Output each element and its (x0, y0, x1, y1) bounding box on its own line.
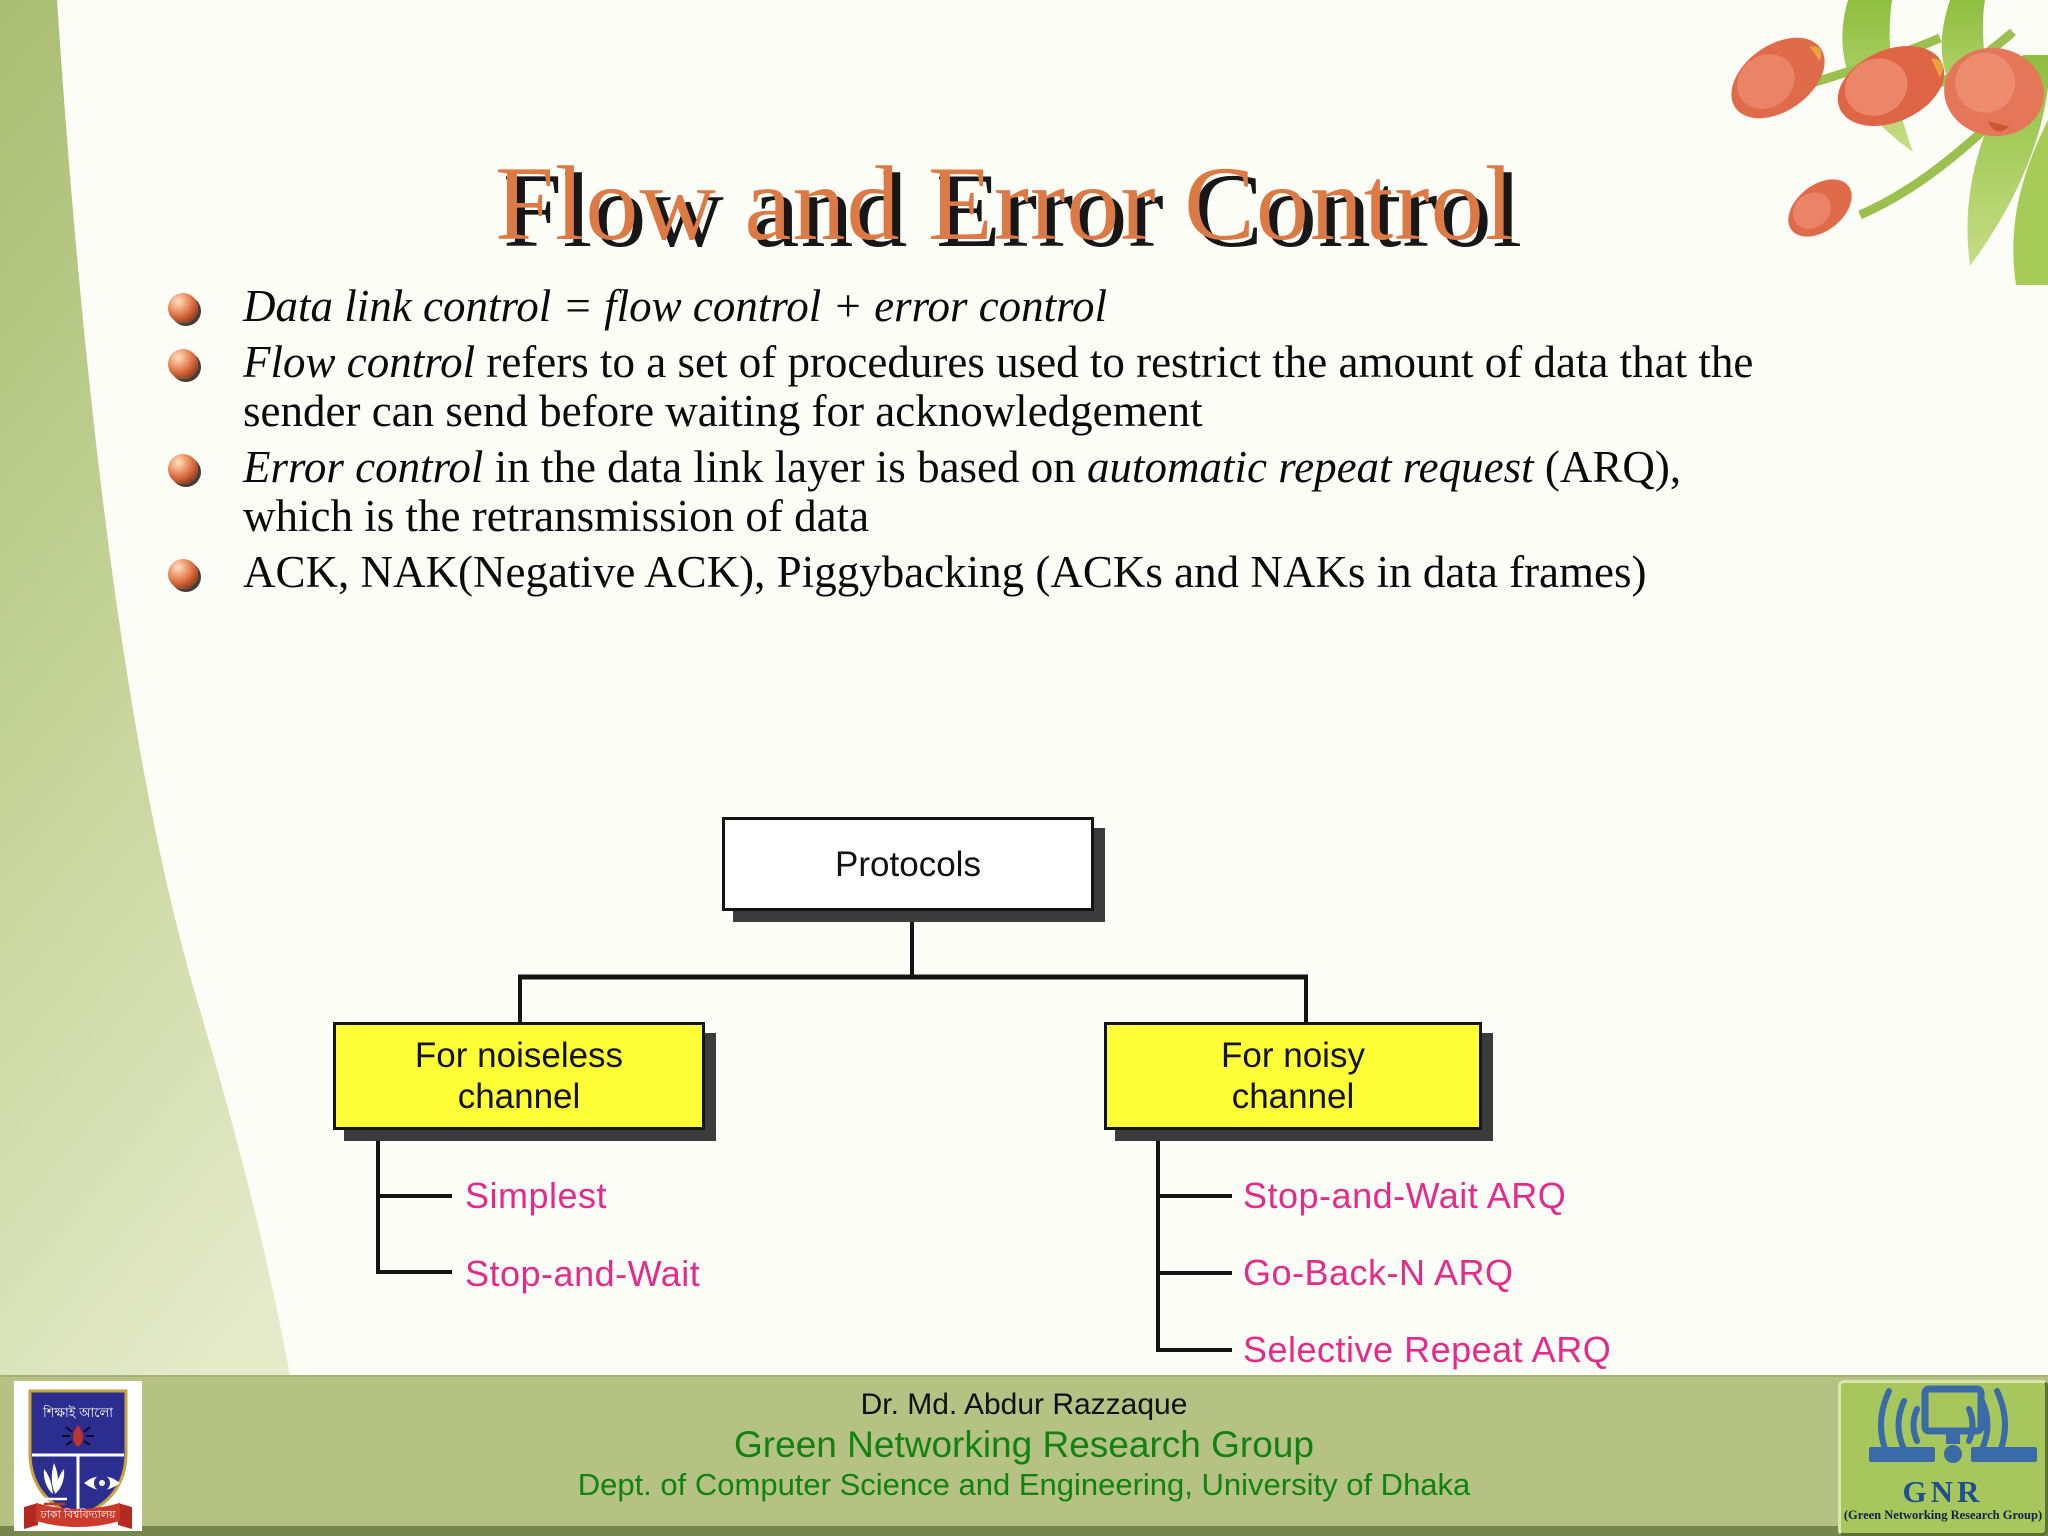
gnr-acronym: GNR (1902, 1474, 1984, 1509)
diagram-leaf-stop-and-wait: Stop-and-Wait (465, 1253, 701, 1294)
diagram-leaf-stop-and-wait-arq: Stop-and-Wait ARQ (1243, 1175, 1567, 1216)
sphere-bullet-icon (168, 293, 198, 323)
bullet-text: Flow control refers to a set of procedur… (243, 337, 1754, 436)
diagram-node-noisy-channel: For noisy channel (1104, 1022, 1482, 1130)
crest-motto-text: শিক্ষাই আলো (42, 1405, 113, 1420)
gnr-logo: GNR (Green Networking Research Group) (1838, 1380, 2048, 1536)
diagram-node-label: Protocols (835, 844, 981, 884)
crest-waterlily-icon (42, 1463, 67, 1506)
bullet-text: ACK, NAK(Negative ACK), Piggybacking (AC… (243, 547, 1647, 597)
footer-department: Dept. of Computer Science and Engineerin… (577, 1467, 1471, 1502)
diagram-node-protocols: Protocols (722, 817, 1094, 911)
diagram-node-label-line: For noiseless (414, 1036, 624, 1075)
sphere-bullet-icon (168, 454, 198, 484)
crest-flame-icon (62, 1425, 94, 1447)
crest-eye-icon (84, 1475, 120, 1491)
diagram-leaf-go-back-n-arq: Go-Back-N ARQ (1243, 1252, 1514, 1293)
bullet-item: Error control in the data link layer is … (168, 443, 1928, 541)
sphere-bullet-icon (168, 559, 198, 589)
bullet-text: Error control in the data link layer is … (243, 442, 1682, 541)
diagram-node-noiseless-channel: For noiseless channel (333, 1022, 705, 1130)
bullet-text: Data link control = flow control + error… (243, 281, 1108, 331)
crest-banner-ribbon: ঢাকা বিশ্ববিদ্যালয় (24, 1503, 132, 1529)
diagram-leaf-simplest: Simplest (465, 1175, 608, 1216)
crest-banner-text: ঢাকা বিশ্ববিদ্যালয় (39, 1508, 116, 1521)
university-of-dhaka-logo: শিক্ষাই আলো (14, 1381, 142, 1531)
networked-monitor-icon (1869, 1385, 2037, 1463)
bullet-item: ACK, NAK(Negative ACK), Piggybacking (AC… (168, 548, 1928, 597)
diagram-leaf-selective-repeat-arq: Selective Repeat ARQ (1243, 1329, 1612, 1370)
diagram-node-label-line: For noisy (1221, 1036, 1365, 1075)
footer-author: Dr. Md. Abdur Razzaque (860, 1388, 1188, 1421)
bullet-list: Data link control = flow control + error… (168, 282, 1928, 604)
footer-group: Green Networking Research Group (734, 1424, 1314, 1465)
sphere-bullet-icon (168, 349, 198, 379)
bullet-item: Flow control refers to a set of procedur… (168, 338, 1928, 436)
diagram-node-label-line: channel (457, 1077, 581, 1116)
slide-title: Flow and Error Control (494, 145, 1516, 262)
gnr-caption: (Green Networking Research Group) (1843, 1508, 2043, 1522)
diagram-node-label-line: channel (1231, 1077, 1355, 1116)
university-crest-icon: শিক্ষাই আলো (24, 1389, 132, 1529)
footer-bar: Dr. Md. Abdur Razzaque Green Networking … (0, 1375, 2048, 1536)
bullet-item: Data link control = flow control + error… (168, 282, 1928, 331)
